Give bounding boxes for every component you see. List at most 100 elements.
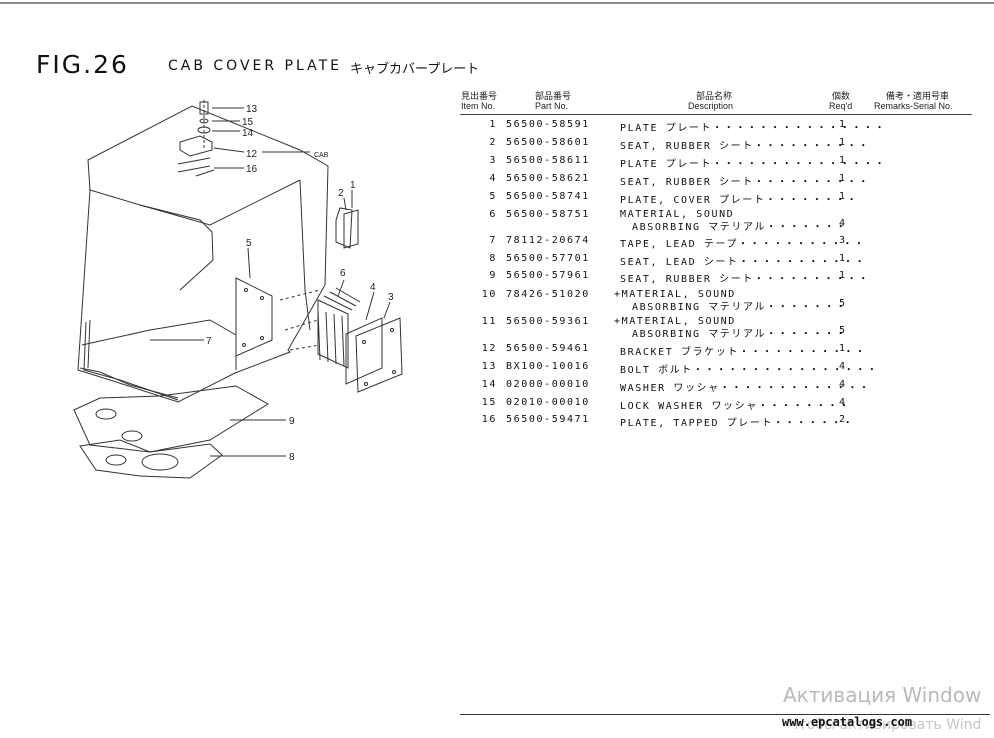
- item-number: 2: [489, 137, 497, 148]
- header-item-jp: 見出番号: [461, 91, 498, 101]
- part-number: BX100-10016: [506, 361, 590, 372]
- header-part: Part No.: [535, 101, 569, 111]
- part-description: PLATE, TAPPED プレート・・・・・・・: [620, 418, 855, 429]
- quantity: 1: [839, 137, 847, 148]
- figure-title-jp: キャブカバープレート: [350, 62, 480, 77]
- activation-watermark: Активация Window: [783, 683, 982, 707]
- item-number: 14: [481, 379, 497, 390]
- quantity: 3: [839, 235, 847, 246]
- quantity: 1: [839, 270, 847, 281]
- callout-1: 1: [350, 180, 356, 191]
- figure-number: FIG.26: [36, 50, 129, 79]
- callout-6: 6: [340, 268, 346, 279]
- cab-inner-panel: [139, 204, 214, 291]
- quantity: 2: [839, 414, 847, 425]
- item-number: 8: [489, 253, 497, 264]
- bracket: [179, 135, 213, 157]
- cab-body-outline: [77, 105, 329, 403]
- item-number: 11: [481, 316, 497, 327]
- part-number: 78426-51020: [506, 289, 590, 300]
- tapped-plate: [177, 157, 215, 177]
- item-number: 16: [481, 414, 497, 425]
- header-remarks-jp: 備考・適用号車: [886, 91, 950, 101]
- header-qty: Req'd: [829, 101, 853, 111]
- header-desc: Description: [688, 101, 734, 111]
- part-description: +MATERIAL, SOUND: [614, 289, 736, 300]
- part-number: 56500-58601: [506, 137, 590, 148]
- callout-cab: CAB: [314, 152, 329, 159]
- item-number: 7: [489, 235, 497, 246]
- callout-4: 4: [370, 282, 376, 293]
- callout-13: 13: [246, 104, 258, 115]
- part-number: 56500-58621: [506, 173, 590, 184]
- part-number: 56500-58741: [506, 191, 590, 202]
- callout-9: 9: [289, 416, 295, 427]
- quantity: 4: [839, 397, 847, 408]
- part-description: PLATE, COVER プレート・・・・・・・・: [620, 195, 859, 206]
- part-description: +MATERIAL, SOUND: [614, 316, 736, 327]
- callout-15: 15: [242, 117, 254, 128]
- plate-1: [343, 209, 359, 249]
- lead-tape: [83, 319, 179, 401]
- lock-washer: [199, 118, 209, 124]
- part-number: 56500-57701: [506, 253, 590, 264]
- site-link[interactable]: www.epcatalogs.com: [782, 715, 913, 729]
- bolt: [199, 101, 209, 115]
- item-number: 13: [481, 361, 497, 372]
- item-number: 6: [489, 209, 497, 220]
- callout-5: 5: [246, 238, 252, 249]
- part-number: 56500-59361: [506, 316, 590, 327]
- part-description: SEAT, LEAD シート・・・・・・・・・・・: [620, 257, 867, 268]
- callout-16: 16: [246, 164, 258, 175]
- part-description: PLATE プレート・・・・・・・・・・・・・・・: [620, 123, 887, 134]
- part-number: 56500-59461: [506, 343, 590, 354]
- header-divider: [460, 114, 972, 115]
- part-description: TAPE, LEAD テープ・・・・・・・・・・・: [620, 239, 866, 250]
- callout-3: 3: [388, 292, 394, 303]
- quantity: 1: [839, 343, 847, 354]
- part-description: LOCK WASHER ワッシャ・・・・・・・・: [620, 401, 851, 412]
- item-number: 15: [481, 397, 497, 408]
- part-description-cont: ABSORBING マテリアル・・・・・・・: [632, 329, 848, 340]
- quantity: 1: [839, 253, 847, 264]
- part-number: 56500-58611: [506, 155, 590, 166]
- footer-divider: [460, 714, 990, 715]
- sound-absorbing-stack: [317, 287, 361, 369]
- part-description-cont: ABSORBING マテリアル・・・・・・・: [632, 302, 848, 313]
- rubber-seat-2: [335, 207, 353, 249]
- part-description: SEAT, RUBBER シート・・・・・・・・・・: [620, 141, 870, 152]
- cover-plate: [235, 277, 273, 357]
- part-number: 78112-20674: [506, 235, 590, 246]
- quantity: 4: [839, 361, 847, 372]
- callout-14: 14: [242, 128, 254, 139]
- rubber-seat-4: [345, 317, 383, 385]
- cab-front-edge: [89, 179, 301, 226]
- callout-7: 7: [206, 336, 212, 347]
- item-number: 1: [489, 119, 497, 130]
- part-description: MATERIAL, SOUND: [620, 209, 735, 220]
- header-item: Item No.: [461, 101, 496, 111]
- item-number: 12: [481, 343, 497, 354]
- item-number: 9: [489, 270, 497, 281]
- part-number: 02010-00010: [506, 397, 590, 408]
- part-number: 02000-00010: [506, 379, 590, 390]
- top-border: [0, 2, 994, 4]
- part-number: 56500-57961: [506, 270, 590, 281]
- header-part-jp: 部品番号: [535, 91, 572, 101]
- part-description: BRACKET ブラケット・・・・・・・・・・・: [620, 347, 867, 358]
- quantity: 1: [839, 173, 847, 184]
- callout-8: 8: [289, 452, 295, 463]
- quantity: 1: [839, 155, 847, 166]
- item-number: 4: [489, 173, 497, 184]
- item-number: 10: [481, 289, 497, 300]
- header-remarks: Remarks-Serial No.: [874, 101, 953, 111]
- quantity: 4: [839, 379, 847, 390]
- part-description: PLATE プレート・・・・・・・・・・・・・・・: [620, 159, 887, 170]
- part-description: WASHER ワッシャ・・・・・・・・・・・・・: [620, 383, 871, 394]
- lead-seat-8: [79, 439, 223, 479]
- quantity: 5: [839, 325, 847, 336]
- quantity: 1: [839, 119, 847, 130]
- washer: [197, 126, 211, 134]
- header-desc-jp: 部品名称: [696, 91, 733, 101]
